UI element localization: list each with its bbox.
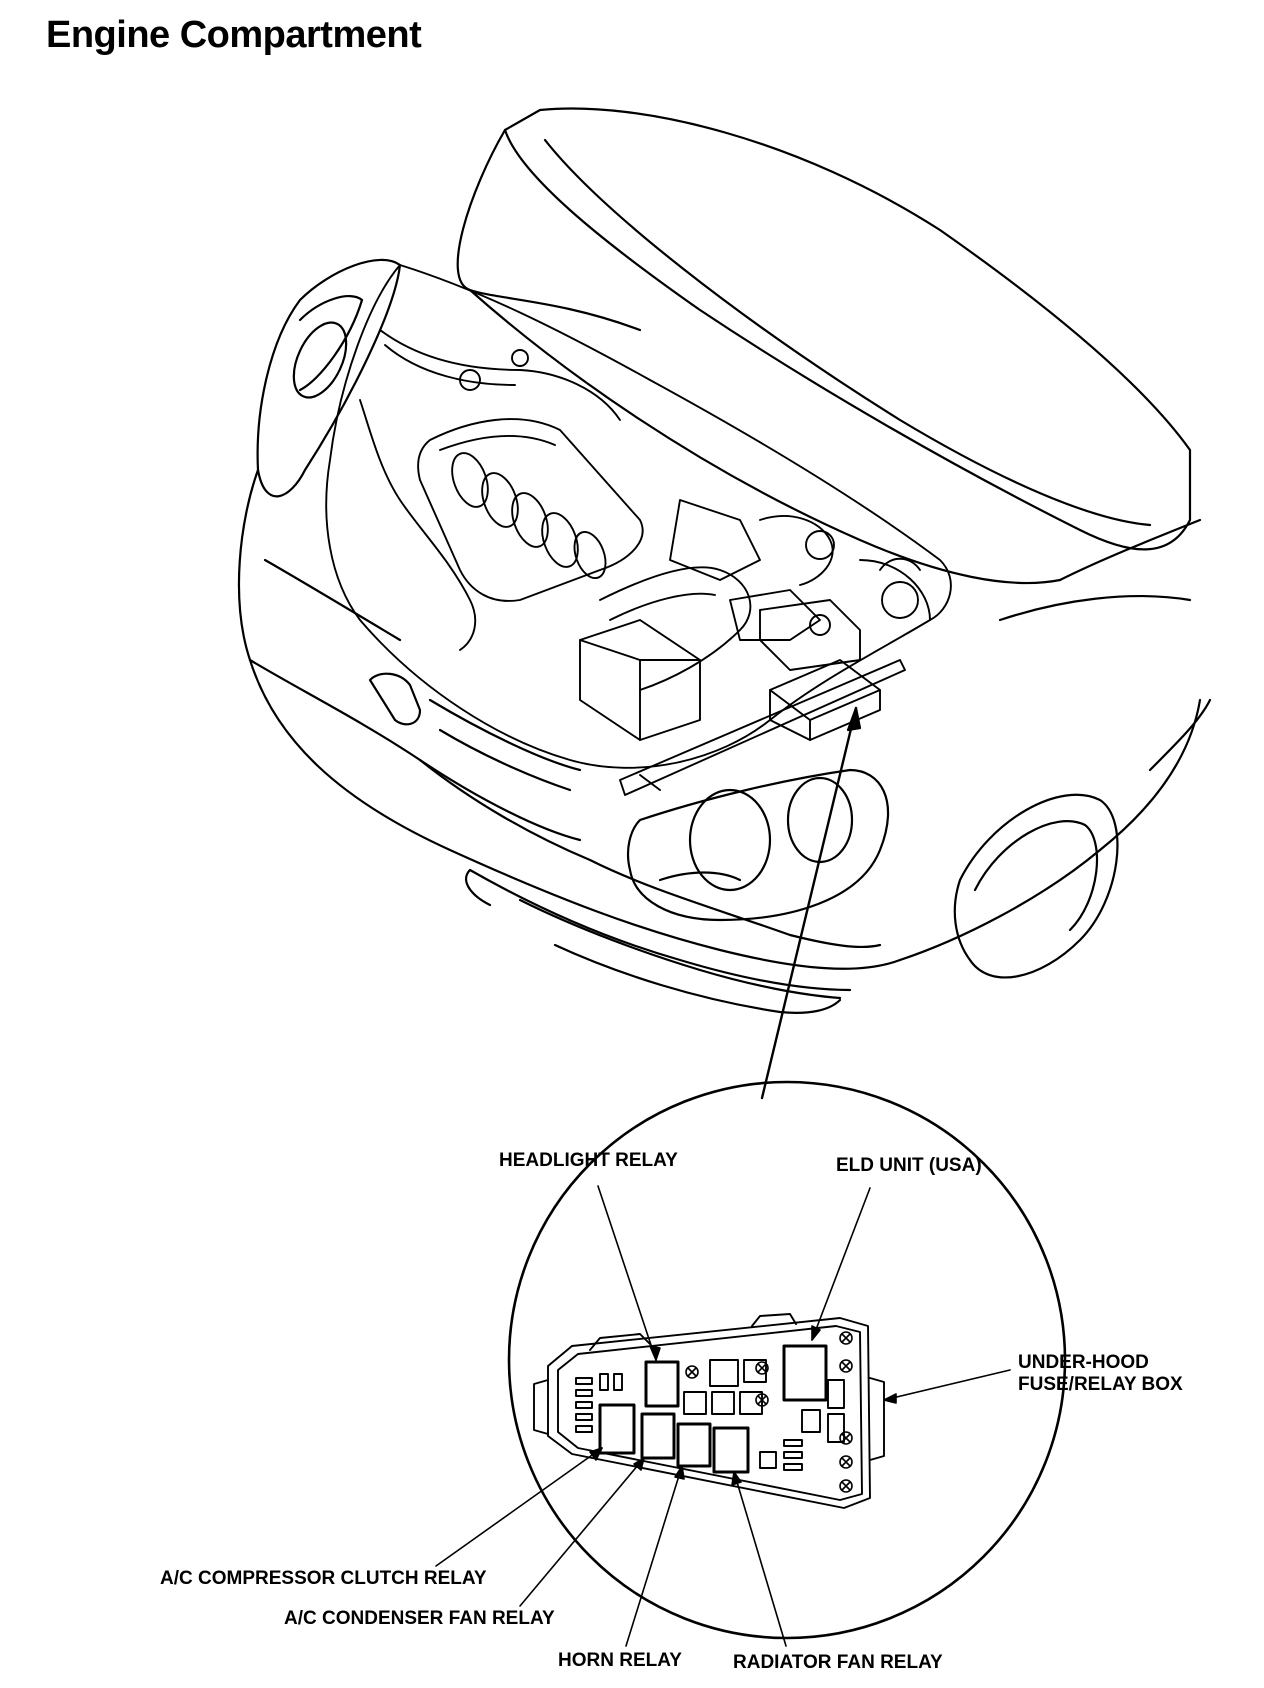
valve-cover <box>417 418 644 602</box>
hood <box>503 107 1192 551</box>
fuse-relay-box <box>533 1313 885 1509</box>
label-ac-compressor-clutch-relay: A/C COMPRESSOR CLUTCH RELAY <box>160 1568 487 1589</box>
left-headlight <box>256 258 402 498</box>
location-pointer <box>760 706 862 1100</box>
front-bumper <box>418 758 882 949</box>
air-box <box>579 619 701 741</box>
label-radiator-fan-relay: RADIATOR FAN RELAY <box>733 1652 943 1673</box>
label-ac-condenser-fan-relay: A/C CONDENSER FAN RELAY <box>284 1608 555 1629</box>
right-wheel <box>953 793 1119 979</box>
label-horn-relay: HORN RELAY <box>558 1650 682 1671</box>
page-title: Engine Compartment <box>46 14 422 56</box>
engine-bay <box>325 264 952 796</box>
label-headlight-relay: HEADLIGHT RELAY <box>499 1150 678 1171</box>
ac-compressor-relay-block <box>598 1403 636 1455</box>
ac-condenser-relay-block <box>640 1412 676 1460</box>
headlight-relay-block <box>644 1360 680 1408</box>
intake-tube <box>599 566 752 691</box>
radiator-fan-relay-block <box>712 1426 750 1474</box>
right-headlight <box>626 768 890 922</box>
emblem <box>368 672 422 726</box>
horn-relay-block <box>676 1422 712 1468</box>
detail-circle <box>507 1080 1067 1640</box>
eld-unit-block <box>782 1344 828 1402</box>
fuse-box-in-car <box>769 659 881 741</box>
label-fuse-box-line1: UNDER-HOOD <box>1018 1352 1149 1373</box>
label-eld-unit: ELD UNIT (USA) <box>836 1155 982 1176</box>
car-body <box>237 107 1212 1014</box>
terminal-screws <box>685 1331 853 1493</box>
label-fuse-box-line2: FUSE/RELAY BOX <box>1018 1374 1183 1395</box>
battery <box>759 599 861 671</box>
leader-lines <box>435 1185 1011 1647</box>
